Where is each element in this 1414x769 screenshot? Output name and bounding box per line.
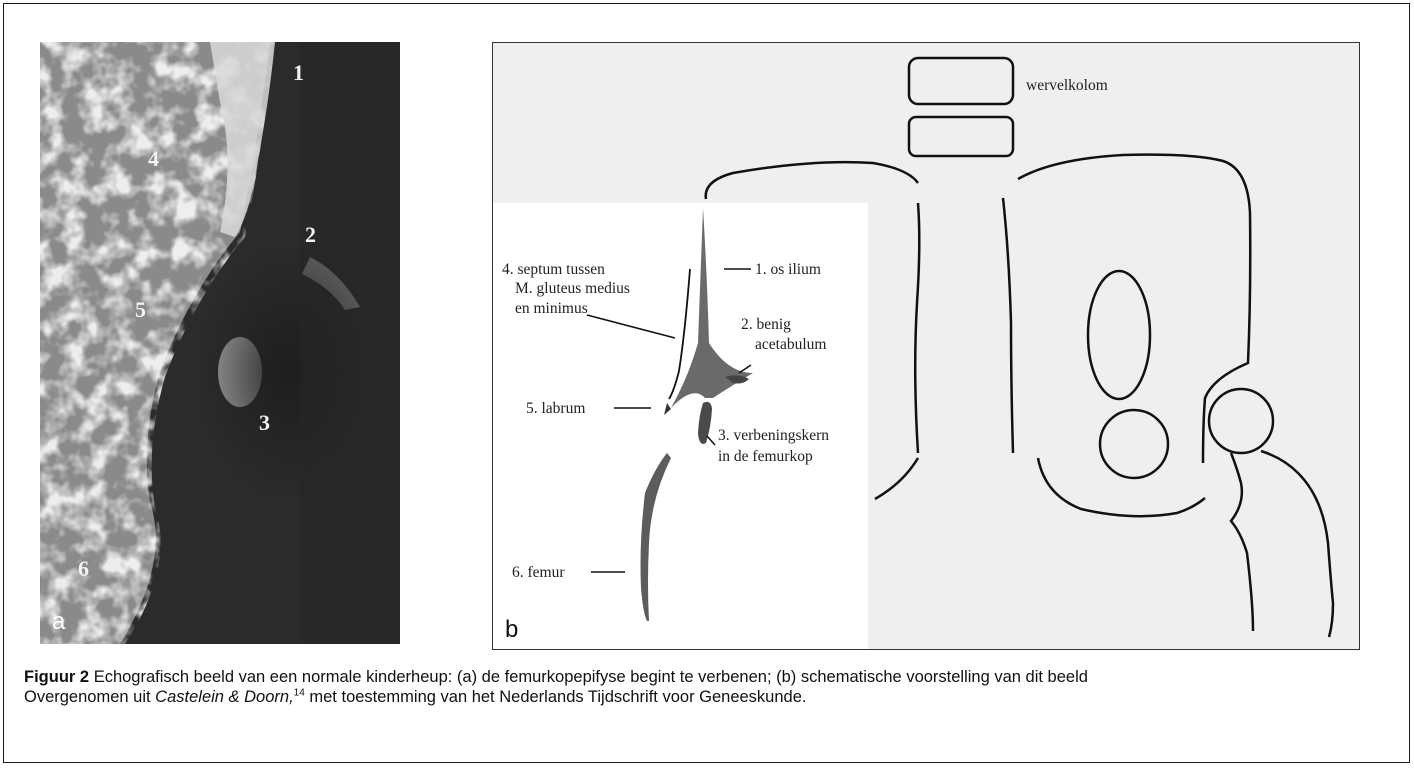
caption-source-pre: Overgenomen uit [24, 688, 151, 706]
caption-source: Overgenomen uit Castelein & Doorn,14 met… [24, 687, 1394, 707]
panel-letter-b: b [505, 616, 518, 644]
label-os-ilium: 1. os ilium [755, 261, 821, 278]
number-2: 2 [305, 222, 316, 248]
caption-source-post: met toestemming van het Nederlands Tijds… [309, 688, 806, 706]
caption-title: Figuur 2 [24, 668, 89, 686]
number-5: 5 [135, 297, 146, 323]
label-benig: 2. benig [741, 316, 791, 333]
panel-letter-a: a [52, 608, 65, 636]
number-3: 3 [259, 410, 270, 436]
label-femur: 6. femur [512, 564, 565, 581]
caption-source-ref: 14 [294, 688, 305, 699]
label-septum: 4. septum tussen [502, 261, 605, 278]
number-1: 1 [293, 60, 304, 86]
ultrasound-texture [40, 42, 400, 644]
label-labrum: 5. labrum [526, 400, 585, 417]
schematic-drawing: wervelkolom 1. os ilium 2. benig acetabu… [493, 43, 1360, 650]
ultrasound-image: 1 2 3 4 5 6 a [40, 42, 400, 644]
label-verbeningskern: 3. verbeningskern [718, 427, 829, 444]
number-4: 4 [148, 146, 159, 172]
caption-main: Figuur 2 Echografisch beeld van een norm… [24, 667, 1394, 687]
label-acetabulum: acetabulum [755, 336, 826, 353]
caption-text: Echografisch beeld van een normale kinde… [94, 668, 1088, 686]
schematic-panel: wervelkolom 1. os ilium 2. benig acetabu… [492, 42, 1360, 650]
label-gluteus: M. gluteus medius [515, 280, 630, 297]
label-wervelkolom: wervelkolom [1026, 77, 1108, 94]
label-minimus: en minimus [515, 300, 588, 317]
label-femurkop: in de femurkop [718, 448, 813, 465]
caption-source-authors: Castelein & Doorn, [155, 688, 294, 706]
number-6: 6 [78, 556, 89, 582]
figure-caption: Figuur 2 Echografisch beeld van een norm… [24, 667, 1394, 707]
